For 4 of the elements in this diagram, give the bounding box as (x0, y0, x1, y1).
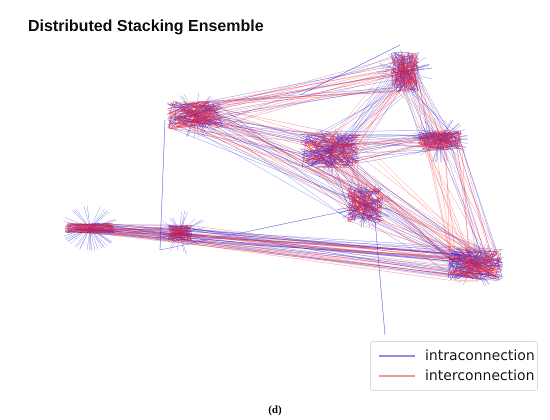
chart-title: Distributed Stacking Ensemble (28, 18, 264, 36)
legend-label: intraconnection (425, 348, 535, 364)
legend-label: interconnection (425, 368, 534, 384)
caption: (d) (268, 404, 282, 416)
